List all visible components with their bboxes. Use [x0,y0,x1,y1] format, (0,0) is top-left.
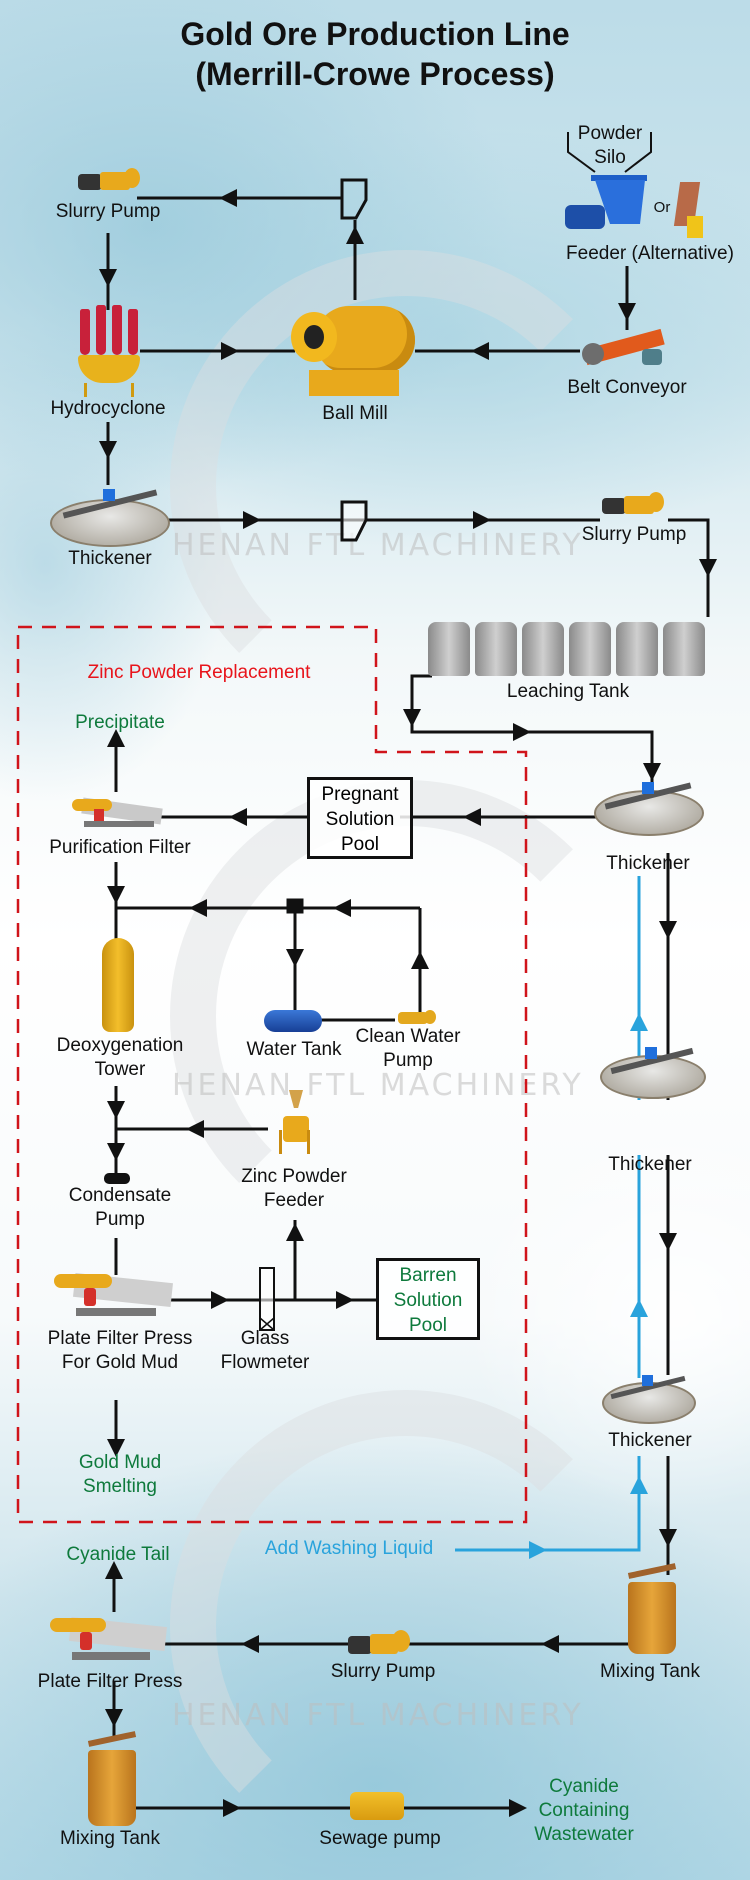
label-cyanide-wastewater: Cyanide Containing Wastewater [534,1776,634,1845]
thickener-icon [50,487,170,547]
label-hydrocyclone: Hydrocyclone [50,398,166,419]
thickener-icon [600,1045,706,1099]
label-glass-flowmeter: Glass Flowmeter [220,1328,310,1373]
watermark-text: HENAN FTL MACHINERY [172,1068,584,1103]
label-plate-filter-press-gold-mud: Plate Filter Press For Gold Mud [47,1328,193,1373]
hydrocyclone-icon [76,305,142,397]
label-sewage-pump: Sewage pump [319,1828,441,1849]
label-plate-filter-press: Plate Filter Press [37,1671,183,1692]
barren-solution-pool: Barren Solution Pool [376,1258,480,1340]
page-title: Gold Ore Production Line (Merrill-Crowe … [0,14,750,94]
title-line-2: (Merrill-Crowe Process) [195,56,555,92]
leaching-tank-icon [475,622,517,676]
leaching-tank-icon [616,622,658,676]
label-deoxygenation-tower: Deoxygenation Tower [56,1035,184,1080]
label-belt-conveyor: Belt Conveyor [567,377,687,398]
leaching-tank-row [428,614,712,678]
zinc-zone-title: Zinc Powder Replacement [87,662,311,683]
watermark-text: HENAN FTL MACHINERY [172,528,584,563]
condensate-pump-icon [104,1173,130,1185]
flow-line [410,674,654,795]
powder-silo-bracket-icon [567,132,652,173]
feeder-icon [565,175,649,235]
slurry-pump-icon [348,1628,412,1658]
label-powder-silo: Powder Silo [577,123,643,168]
purification-filter-icon [72,795,168,837]
plate-filter-press-icon [54,1268,174,1328]
alternative-feeder-icon [673,180,705,238]
label-thickener-3: Thickener [608,1154,692,1175]
label-ball-mill: Ball Mill [322,403,388,424]
splitter-symbol [340,178,368,220]
label-water-tank: Water Tank [246,1039,342,1060]
label-leaching-tank: Leaching Tank [506,681,630,702]
slurry-pump-icon [78,168,142,194]
label-slurry-pump-top: Slurry Pump [55,201,161,222]
watermark-text: HENAN FTL MACHINERY [172,1698,584,1733]
plate-filter-press-icon [50,1612,168,1672]
glass-flowmeter-symbol [259,1267,275,1331]
label-thickener-4: Thickener [608,1430,692,1451]
slurry-pump-icon [602,492,666,518]
water-tank-icon [264,1010,322,1036]
washing-line [455,1456,641,1552]
label-thickener-1: Thickener [68,548,152,569]
zinc-powder-feeder-icon [275,1090,315,1156]
sewage-pump-icon [350,1788,406,1824]
label-condensate-pump: Condensate Pump [68,1185,172,1230]
label-mixing-tank-right: Mixing Tank [600,1661,700,1682]
label-feeder: Feeder (Alternative) [566,243,734,264]
label-gold-mud-smelting: Gold Mud Smelting [78,1452,162,1497]
label-zinc-powder-feeder: Zinc Powder Feeder [241,1166,347,1211]
title-line-1: Gold Ore Production Line [180,16,570,52]
label-purification-filter: Purification Filter [49,837,191,858]
leaching-tank-icon [569,622,611,676]
label-thickener-2: Thickener [606,853,690,874]
clean-water-pump-icon [398,1010,438,1028]
zinc-zone-border [16,625,528,1524]
label-clean-water-pump: Clean Water Pump [355,1026,461,1071]
flow-line [668,518,710,617]
leaching-tank-icon [663,622,705,676]
label-mixing-tank-left: Mixing Tank [60,1828,160,1849]
leaching-tank-icon [428,622,470,676]
label-or: Or [653,199,671,216]
label-precipitate: Precipitate [75,712,165,733]
label-cyanide-tail: Cyanide Tail [66,1544,170,1565]
belt-conveyor-icon [580,325,670,373]
glass-flowmeter-symbol [259,1317,275,1331]
thickener-icon [602,1373,696,1424]
label-slurry-pump-right: Slurry Pump [581,524,687,545]
deoxygenation-tower-icon [98,938,138,1036]
pregnant-solution-pool: Pregnant Solution Pool [307,777,413,859]
label-add-washing-liquid: Add Washing Liquid [264,1538,434,1559]
splitter-symbol [340,500,368,542]
thickener-icon [594,780,704,836]
mixing-tank-icon [82,1731,142,1828]
leaching-tank-icon [522,622,564,676]
valve-symbol [286,898,304,914]
label-slurry-pump-bottom: Slurry Pump [330,1661,436,1682]
ball-mill-icon [287,300,419,398]
mixing-tank-icon [622,1563,682,1656]
